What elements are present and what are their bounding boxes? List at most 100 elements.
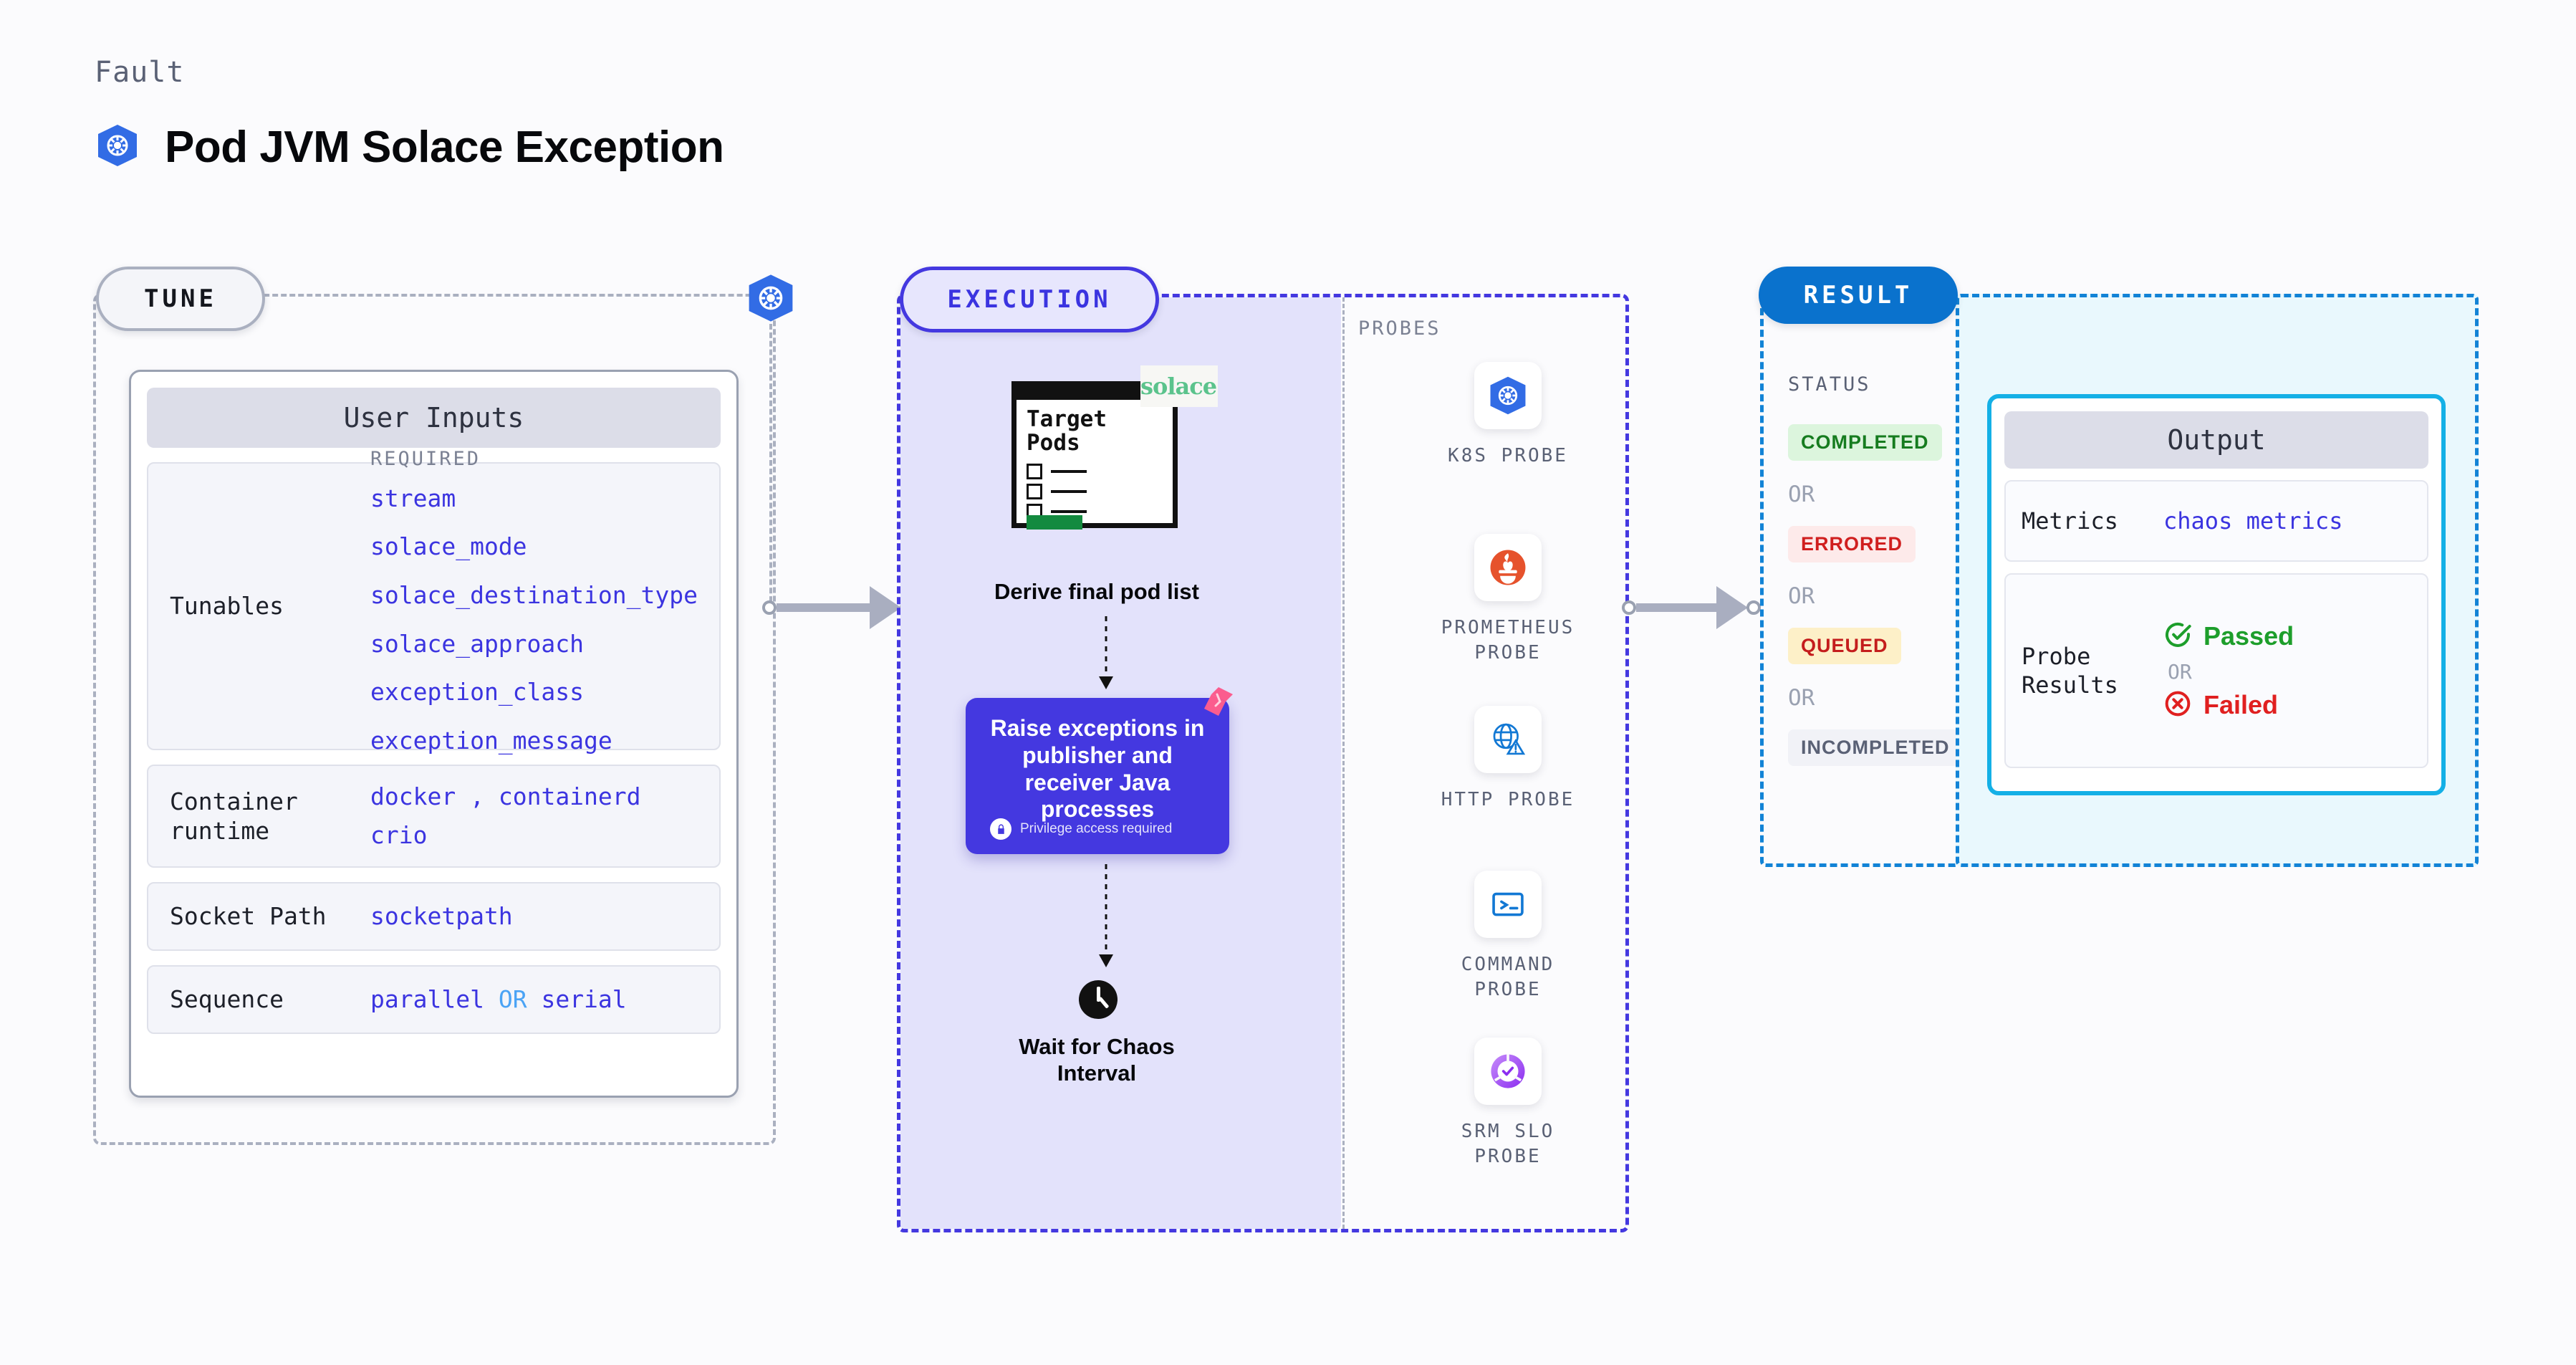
tunables-label: Tunables [170,592,284,621]
runtime-value[interactable]: docker [370,782,456,810]
sequence-separator: OR [498,985,527,1014]
litmus-chaos-icon [1201,684,1236,719]
probe-prometheus[interactable]: PROMETHEUS PROBE [1426,534,1590,666]
or-separator: OR [2168,659,2192,684]
probe-label: COMMAND PROBE [1461,954,1555,1001]
action-step-card[interactable]: Raise exceptions in publisher and receiv… [966,698,1229,854]
probes-divider [1342,297,1345,1229]
derive-pod-list-label: Derive final pod list [994,579,1199,604]
probe-label: PROMETHEUS PROBE [1441,617,1575,664]
or-separator: OR [1788,685,1815,711]
tunable-value[interactable]: solace_mode [370,532,527,561]
wait-chaos-interval-label: Wait for Chaos Interval [1019,1034,1175,1086]
list-item [1027,484,1087,499]
runtime-separator: , [470,782,484,810]
connector-dot [1746,600,1761,615]
probe-k8s[interactable]: K8S PROBE [1426,362,1590,469]
failed-label: Failed [2203,690,2279,719]
list-item [1027,464,1087,479]
or-separator: OR [1788,583,1815,609]
list-line [1051,470,1087,473]
runtime-value[interactable]: crio [370,821,428,849]
or-separator: OR [1788,482,1815,507]
clock-icon [1079,980,1118,1019]
tunable-value[interactable]: solace_destination_type [370,580,698,609]
output-title: Output [2004,411,2428,469]
tune-panel [93,294,776,1145]
tunable-value[interactable]: exception_message [370,726,612,755]
kubernetes-icon [1474,362,1542,429]
x-circle-icon [2163,689,2192,722]
probe-result-failed: Failed [2163,689,2294,722]
list-line [1051,490,1087,493]
connector-dot [1622,600,1636,615]
connector-execution-to-result [1622,586,1761,629]
progress-bar [1027,515,1082,530]
sequence-label: Sequence [170,985,284,1014]
status-badge: INCOMPLETED [1788,729,1963,766]
solace-logo: solace [1140,365,1218,407]
kubernetes-icon [745,272,797,324]
metrics-value[interactable]: chaos metrics [2163,507,2343,535]
status-badge: ERRORED [1788,526,1916,562]
page-title-row: Pod JVM Solace Exception [95,122,724,173]
kubernetes-icon [95,123,140,172]
lock-icon [990,818,1011,840]
connector-arrowhead [1716,586,1748,629]
globe-warning-icon [1474,706,1542,773]
connector-tune-to-execution [762,586,914,629]
connector-dot [762,600,777,615]
user-inputs-card: User Inputs Tunables REQUIRED stream sol… [129,370,739,1098]
table-row: Tunables REQUIRED stream solace_mode sol… [147,448,721,755]
tunable-value[interactable]: exception_class [370,678,585,707]
connector-bar [777,603,870,612]
required-tag: REQUIRED [370,447,481,470]
socket-path-label: Socket Path [170,902,327,931]
status-badge: QUEUED [1788,628,1901,664]
tune-connector-line [769,324,772,610]
probe-label: HTTP PROBE [1441,789,1575,810]
probe-result-passed: Passed [2163,621,2294,653]
privilege-note-text: Privilege access required [1020,821,1173,836]
fault-kicker: Fault [95,56,185,89]
tunable-value[interactable]: solace_approach [370,629,585,658]
probe-srm-slo[interactable]: SRM SLO PROBE [1426,1038,1590,1169]
action-step-text: Raise exceptions in publisher and receiv… [990,715,1205,823]
probes-section-label: PROBES [1358,317,1441,340]
srm-slo-icon [1474,1038,1542,1105]
probe-http[interactable]: HTTP PROBE [1426,706,1590,813]
metrics-label: Metrics [2022,507,2118,535]
probe-command[interactable]: COMMAND PROBE [1426,871,1590,1002]
flow-arrow-down [1096,616,1116,697]
result-stage-badge[interactable]: RESULT [1759,267,1958,324]
tune-stage-badge[interactable]: TUNE [96,267,265,331]
flow-arrow-down [1096,864,1116,975]
checkbox-icon[interactable] [1027,464,1042,479]
passed-label: Passed [2203,621,2294,651]
check-circle-icon [2163,621,2192,653]
connector-arrowhead [870,586,901,629]
connector-bar [1636,603,1716,612]
probe-label: K8S PROBE [1448,445,1568,466]
runtime-value[interactable]: containerd [498,782,641,810]
checkbox-icon[interactable] [1027,484,1042,499]
socket-path-value[interactable]: socketpath [370,902,513,931]
list-line [1051,510,1087,513]
execution-stage-badge[interactable]: EXECUTION [900,267,1159,332]
page-title: Pod JVM Solace Exception [165,123,724,172]
terminal-icon [1474,871,1542,938]
tunable-value[interactable]: stream [370,484,456,512]
status-badge: COMPLETED [1788,424,1942,461]
sequence-value[interactable]: serial [541,985,627,1014]
prometheus-icon [1474,534,1542,601]
table-row: Metrics chaos metrics [2004,480,2428,562]
sequence-value[interactable]: parallel [370,985,484,1014]
probe-label: SRM SLO PROBE [1461,1121,1555,1168]
privilege-note: Privilege access required [990,818,1172,840]
